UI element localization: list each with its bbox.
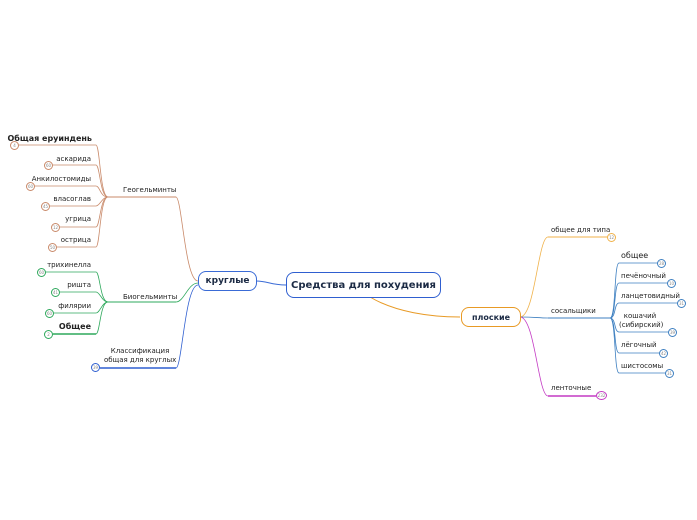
suck-item-3-line1: кошачий (623, 312, 657, 320)
badge-bio-3[interactable]: 2 (44, 330, 53, 339)
suck-item-3-line2: (сибирский) (619, 321, 664, 329)
badge-geo-4[interactable]: 12 (51, 223, 60, 232)
link-central-left (255, 280, 287, 286)
badge-geo-3[interactable]: 45 (41, 202, 50, 211)
badge-tape[interactable]: 232 (596, 391, 607, 400)
main-topic-round[interactable]: круглые (198, 271, 257, 291)
group-classification[interactable]: Классификация общая для круглых (104, 347, 176, 365)
group-classification-line1: Классификация (110, 347, 170, 355)
group-tape[interactable]: ленточные (551, 384, 592, 392)
badge-suck-2[interactable]: 31 (677, 299, 686, 308)
link-central-right (369, 296, 461, 318)
badge-geo-2[interactable]: 60 (26, 182, 35, 191)
bio-item-3[interactable]: Общее (58, 322, 91, 331)
badge-suck-4[interactable]: 42 (659, 349, 668, 358)
geo-item-2[interactable]: Анкилостомиды (31, 175, 91, 183)
link-right-tape (519, 316, 549, 397)
suck-item-2[interactable]: ланцетовидный (621, 292, 680, 300)
badge-suck-0[interactable]: 28 (657, 259, 666, 268)
link-left-class (175, 284, 199, 369)
bio-item-1[interactable]: ришта (67, 281, 91, 289)
suck-item-1[interactable]: печёночный (621, 272, 666, 280)
badge-suck-5[interactable]: 31 (665, 369, 674, 378)
suck-item-5[interactable]: лёгочный (621, 341, 657, 349)
link-right-type (519, 236, 549, 318)
geo-item-1[interactable]: аскарида (56, 155, 91, 163)
suck-item-0[interactable]: общее (621, 251, 649, 260)
suck-item-3[interactable]: кошачий (сибирский) (619, 312, 664, 330)
link-left-bio (175, 282, 199, 303)
central-topic[interactable]: Средства для похудения (286, 272, 441, 298)
group-bio[interactable]: Биогельминты (123, 293, 178, 301)
bio-item-2[interactable]: филярии (58, 302, 91, 310)
geo-item-5[interactable]: острица (60, 236, 91, 244)
link-left-geo (175, 196, 199, 282)
suck-item-6[interactable]: шистосомы (621, 362, 664, 370)
bio-item-0[interactable]: трихинелла (47, 261, 91, 269)
central-topic-label: Средства для похудения (291, 279, 436, 291)
main-topic-round-label: круглые (205, 276, 250, 286)
badge-suck-1[interactable]: 10 (667, 279, 676, 288)
main-topic-flat-label: плоские (471, 312, 511, 322)
badge-bio-1[interactable]: 41 (51, 288, 60, 297)
badge-classification[interactable]: 39 (91, 363, 100, 372)
bio-branches (46, 271, 109, 335)
badge-bio-0[interactable]: 60 (37, 268, 46, 277)
badge-bio-2[interactable]: 60 (45, 309, 54, 318)
link-right-suck (519, 316, 549, 319)
badge-geo-5[interactable]: 50 (48, 243, 57, 252)
group-suck[interactable]: сосальщики (551, 307, 596, 315)
geo-item-4[interactable]: угрица (65, 215, 91, 223)
main-topic-flat[interactable]: плоские (461, 307, 521, 327)
badge-geo-0[interactable]: 4 (10, 141, 19, 150)
geo-item-3[interactable]: власоглав (53, 195, 91, 203)
geo-branches (19, 144, 109, 248)
suck-branches (609, 262, 677, 374)
geo-item-0[interactable]: Общая еруиндень (7, 134, 92, 143)
group-classification-line2: общая для круглых (104, 356, 177, 364)
badge-type[interactable]: 12 (607, 233, 616, 242)
badge-geo-1[interactable]: 60 (44, 161, 53, 170)
group-geo[interactable]: Геогельминты (123, 186, 177, 194)
badge-suck-3[interactable]: 39 (668, 328, 677, 337)
group-type[interactable]: общее для типа (551, 226, 611, 234)
